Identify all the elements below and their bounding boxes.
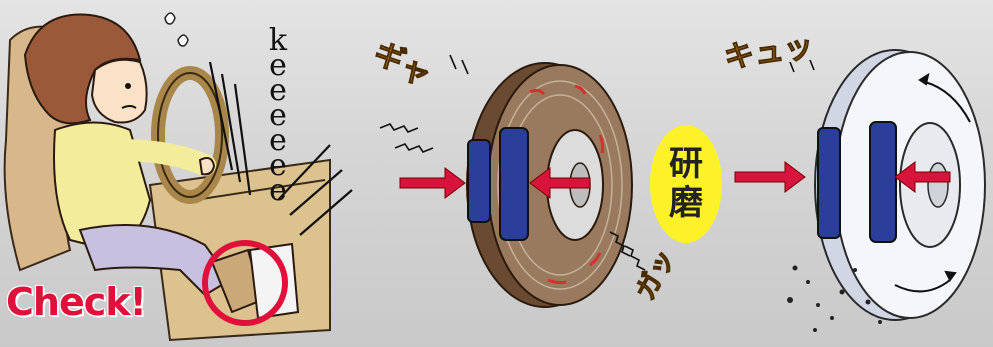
sfx-letter: e: [248, 178, 308, 203]
check-label: Check!: [6, 283, 146, 321]
polished-brake-pad-outer: [818, 128, 840, 238]
press-arrow-right-icon: [400, 168, 465, 198]
keee-sound-effect: k e e e e e e: [248, 28, 308, 203]
polished-rotor-assembly: [735, 50, 985, 332]
brake-pad-inner: [500, 128, 528, 240]
sweat-drop-icon: [165, 13, 175, 24]
badge-char: 研: [669, 145, 703, 184]
badge-char: 磨: [669, 184, 703, 223]
polish-badge: 研 磨: [650, 125, 722, 243]
polished-brake-pad-inner: [870, 122, 896, 242]
driver-face: [92, 60, 147, 123]
press-arrow-right-icon: [735, 162, 805, 192]
brake-pad-outer: [468, 140, 490, 222]
sweat-drop-icon: [178, 35, 188, 46]
